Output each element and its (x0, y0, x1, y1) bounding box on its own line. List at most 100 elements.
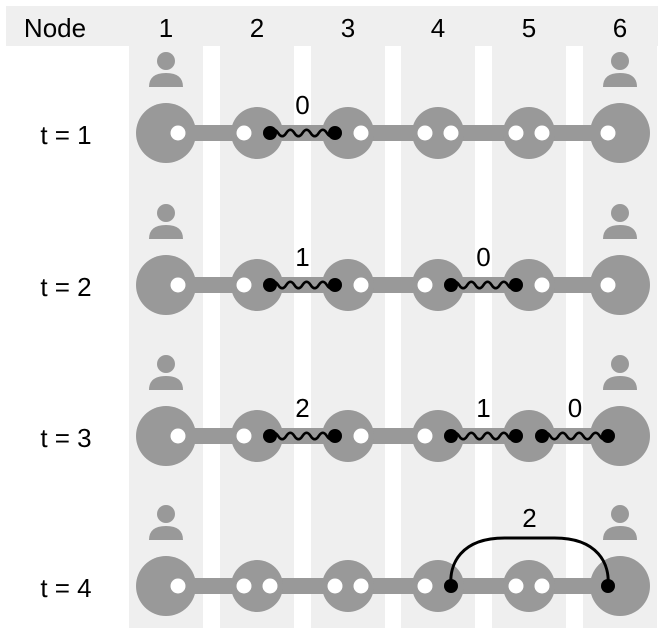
user-icon (603, 52, 637, 87)
link-wave (449, 280, 518, 290)
node-2 (231, 410, 283, 462)
memory-slot (534, 578, 550, 594)
link-endpoint (444, 429, 458, 443)
node-1 (136, 103, 196, 163)
node-2 (231, 259, 283, 311)
link-endpoint (509, 429, 523, 443)
user-icon (149, 505, 183, 540)
link-endpoint (328, 278, 342, 292)
link-wave (449, 431, 518, 441)
node-4 (412, 107, 464, 159)
node-3 (322, 107, 374, 159)
node-1 (136, 406, 196, 466)
memory-slot (353, 578, 369, 594)
link-endpoint (601, 579, 615, 593)
row-label: t = 2 (40, 272, 91, 302)
header-node-label: Node (24, 13, 86, 43)
memory-slot (417, 125, 433, 141)
link-endpoint (535, 429, 549, 443)
node-2 (231, 560, 283, 612)
memory-slot (327, 578, 343, 594)
link-age-label: 0 (568, 393, 582, 423)
memory-slot (534, 125, 550, 141)
link-age-label: 2 (295, 393, 309, 423)
link-wave (268, 128, 337, 138)
entanglement-link: 2 (263, 393, 342, 443)
time-step-3: t = 3 2 1 0 (40, 355, 650, 466)
node-1 (136, 556, 196, 616)
memory-slot (170, 578, 186, 594)
memory-slot (236, 428, 252, 444)
link-endpoint (328, 126, 342, 140)
node-5 (503, 107, 555, 159)
entanglement-link: 1 (444, 393, 523, 443)
memory-slot (170, 277, 186, 293)
link-age-label: 2 (522, 503, 536, 533)
link-endpoint (444, 579, 458, 593)
link-endpoint (601, 429, 615, 443)
memory-slot (170, 125, 186, 141)
link-endpoint (263, 429, 277, 443)
link-endpoint (509, 278, 523, 292)
memory-slot (353, 125, 369, 141)
link-endpoint (328, 429, 342, 443)
link-age-label: 1 (476, 393, 490, 423)
time-step-4: t = 42 (40, 503, 650, 616)
node-5 (503, 560, 555, 612)
memory-slot (353, 277, 369, 293)
column-band-4 (401, 6, 475, 628)
node-3 (322, 410, 374, 462)
header-node-1: 1 (159, 13, 173, 43)
node-6 (590, 406, 650, 466)
memory-slot (534, 277, 550, 293)
column-band-2 (220, 6, 294, 628)
link-age-label: 0 (476, 242, 490, 272)
memory-slot (353, 428, 369, 444)
node-6 (590, 556, 650, 616)
node-6 (590, 255, 650, 315)
user-icon (149, 52, 183, 87)
entanglement-link: 0 (263, 90, 342, 140)
entanglement-link: 0 (444, 242, 523, 292)
node-3 (322, 560, 374, 612)
header-node-5: 5 (522, 13, 536, 43)
row-label: t = 1 (40, 120, 91, 150)
memory-slot (236, 277, 252, 293)
node-5 (503, 259, 555, 311)
entanglement-link: 0 (535, 393, 615, 443)
link-wave (268, 431, 337, 441)
memory-slot (262, 578, 278, 594)
column-band-3 (311, 6, 385, 628)
link-endpoint (263, 278, 277, 292)
link-endpoint (263, 126, 277, 140)
link-age-label: 1 (295, 242, 309, 272)
node-3 (322, 259, 374, 311)
user-icon (149, 355, 183, 390)
node-6 (590, 103, 650, 163)
memory-slot (600, 125, 616, 141)
node-4 (412, 410, 464, 462)
memory-slot (170, 428, 186, 444)
memory-slot (508, 578, 524, 594)
time-step-2: t = 2 1 0 (40, 204, 650, 315)
link-wave (268, 280, 337, 290)
memory-slot (443, 125, 459, 141)
header-node-4: 4 (431, 13, 445, 43)
header-node-3: 3 (341, 13, 355, 43)
entanglement-link: 2 (444, 503, 615, 593)
row-label: t = 3 (40, 423, 91, 453)
link-wave (540, 431, 610, 441)
user-icon (149, 204, 183, 239)
memory-slot (417, 428, 433, 444)
memory-slot (236, 125, 252, 141)
memory-slot (600, 277, 616, 293)
time-step-1: t = 1 0 (40, 52, 650, 163)
entanglement-link: 1 (263, 242, 342, 292)
node-1 (136, 255, 196, 315)
link-age-label: 0 (295, 90, 309, 120)
memory-slot (417, 277, 433, 293)
link-arc (449, 536, 610, 587)
memory-slot (508, 125, 524, 141)
